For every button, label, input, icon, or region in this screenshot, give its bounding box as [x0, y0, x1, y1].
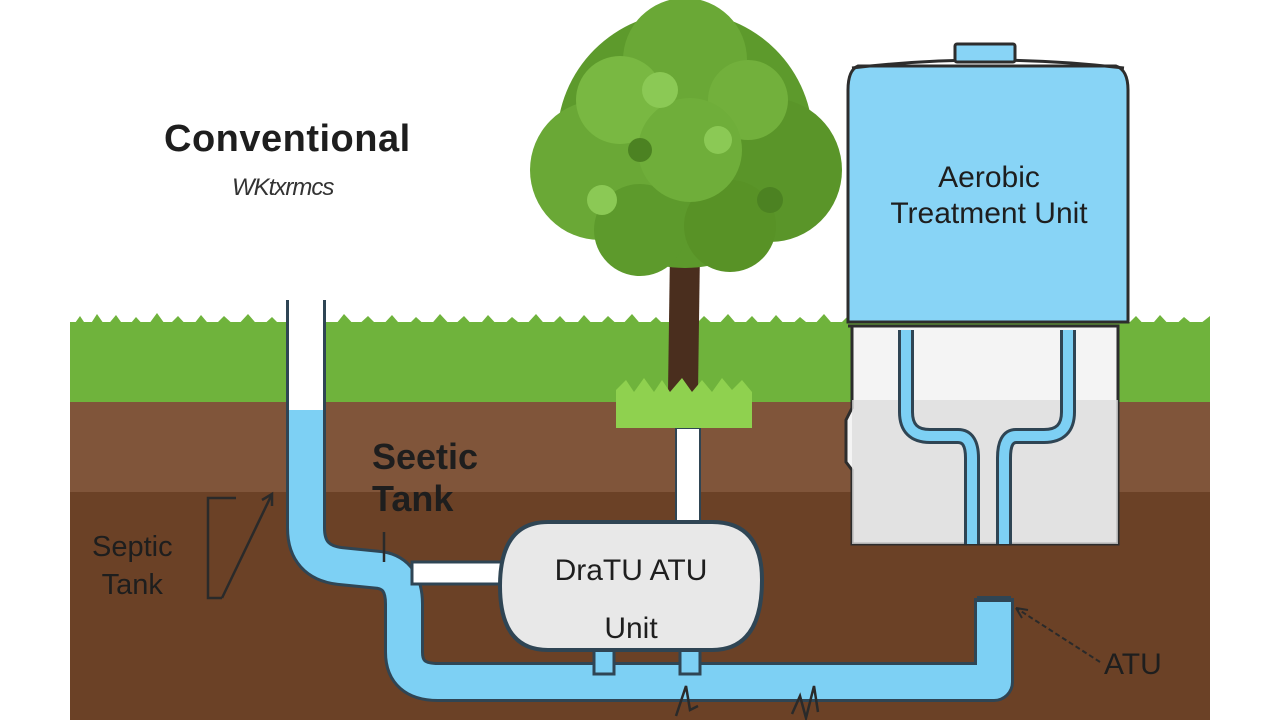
- main-water-pipe: [289, 410, 1011, 699]
- atu-label: ATU: [1104, 648, 1162, 681]
- diagram-title: Conventional: [164, 118, 411, 160]
- bottom-scribble-marks: [674, 685, 820, 720]
- drain-label-line1: DraTU ATU: [554, 554, 708, 587]
- grass-patch: [616, 378, 752, 428]
- septic-tank-label: Septic Tank: [92, 528, 173, 604]
- scribble-subtitle: WKtxrmcs: [232, 174, 334, 201]
- septic-bracket: [206, 496, 236, 600]
- seetic-label-line1: Seetic: [372, 436, 479, 477]
- aerobic-label-line2: Treatment Unit: [890, 197, 1088, 230]
- atu-tank-cap: [953, 42, 1017, 64]
- aerobic-label-line1: Aerobic: [938, 161, 1040, 194]
- septic-arrowhead: [261, 491, 274, 506]
- tree-trunk: [668, 250, 700, 392]
- drain-label-line2: Unit: [604, 612, 658, 645]
- tree-canopy: [530, 0, 842, 276]
- inlet-connector-pipe: [410, 560, 510, 586]
- aerobic-treatment-unit-label: Aerobic Treatment Unit: [850, 160, 1128, 232]
- drain-unit-tank: [497, 520, 765, 652]
- septic-label-line2: Tank: [101, 569, 163, 601]
- riser-pipe: [675, 427, 701, 529]
- seetic-label-line2: Tank: [372, 478, 454, 519]
- atu-arrowhead: [1015, 607, 1029, 619]
- atu-pointer-arrow: [1015, 607, 1101, 663]
- septic-label-line1: Septic: [92, 531, 173, 563]
- drain-unit-label: DraTU ATU Unit: [500, 542, 762, 658]
- atu-base-soil-shade: [852, 400, 1118, 544]
- septic-arrow: [220, 493, 274, 599]
- atu-outlet-cap: [977, 596, 1011, 602]
- seetic-tank-label: Seetic Tank: [372, 436, 478, 520]
